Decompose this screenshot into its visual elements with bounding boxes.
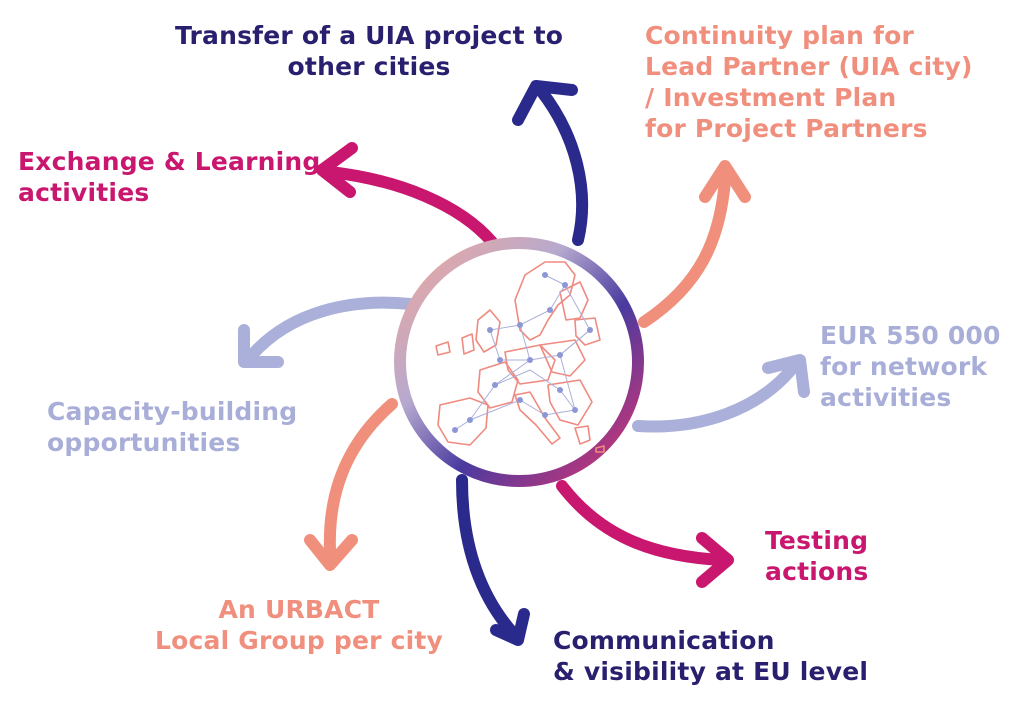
- network-nodes: [452, 272, 593, 433]
- label-capacity: Capacity-building opportunities: [47, 397, 298, 457]
- center-circle: [394, 237, 644, 487]
- arrow-continuity: [638, 160, 751, 328]
- arrow-exchange: [316, 142, 498, 248]
- arrow-testing: [556, 480, 734, 588]
- arrow-eur: [632, 354, 810, 433]
- label-transfer: Transfer of a UIA project to other citie…: [175, 21, 564, 81]
- label-eur: EUR 550 000 for network activities: [820, 321, 1001, 412]
- label-continuity: Continuity plan for Lead Partner (UIA ci…: [645, 21, 973, 143]
- label-testing: Testing actions: [765, 526, 869, 586]
- label-communication: Communication & visibility at EU level: [553, 626, 869, 686]
- arrow-transfer: [512, 80, 589, 246]
- arrow-capacity: [238, 296, 416, 368]
- arrow-communication: [456, 474, 530, 646]
- label-urbact: An URBACT Local Group per city: [155, 595, 444, 655]
- label-exchange: Exchange & Learning activities: [18, 147, 321, 207]
- europe-network-map-icon: [435, 261, 605, 453]
- arrow-urbact: [304, 398, 398, 571]
